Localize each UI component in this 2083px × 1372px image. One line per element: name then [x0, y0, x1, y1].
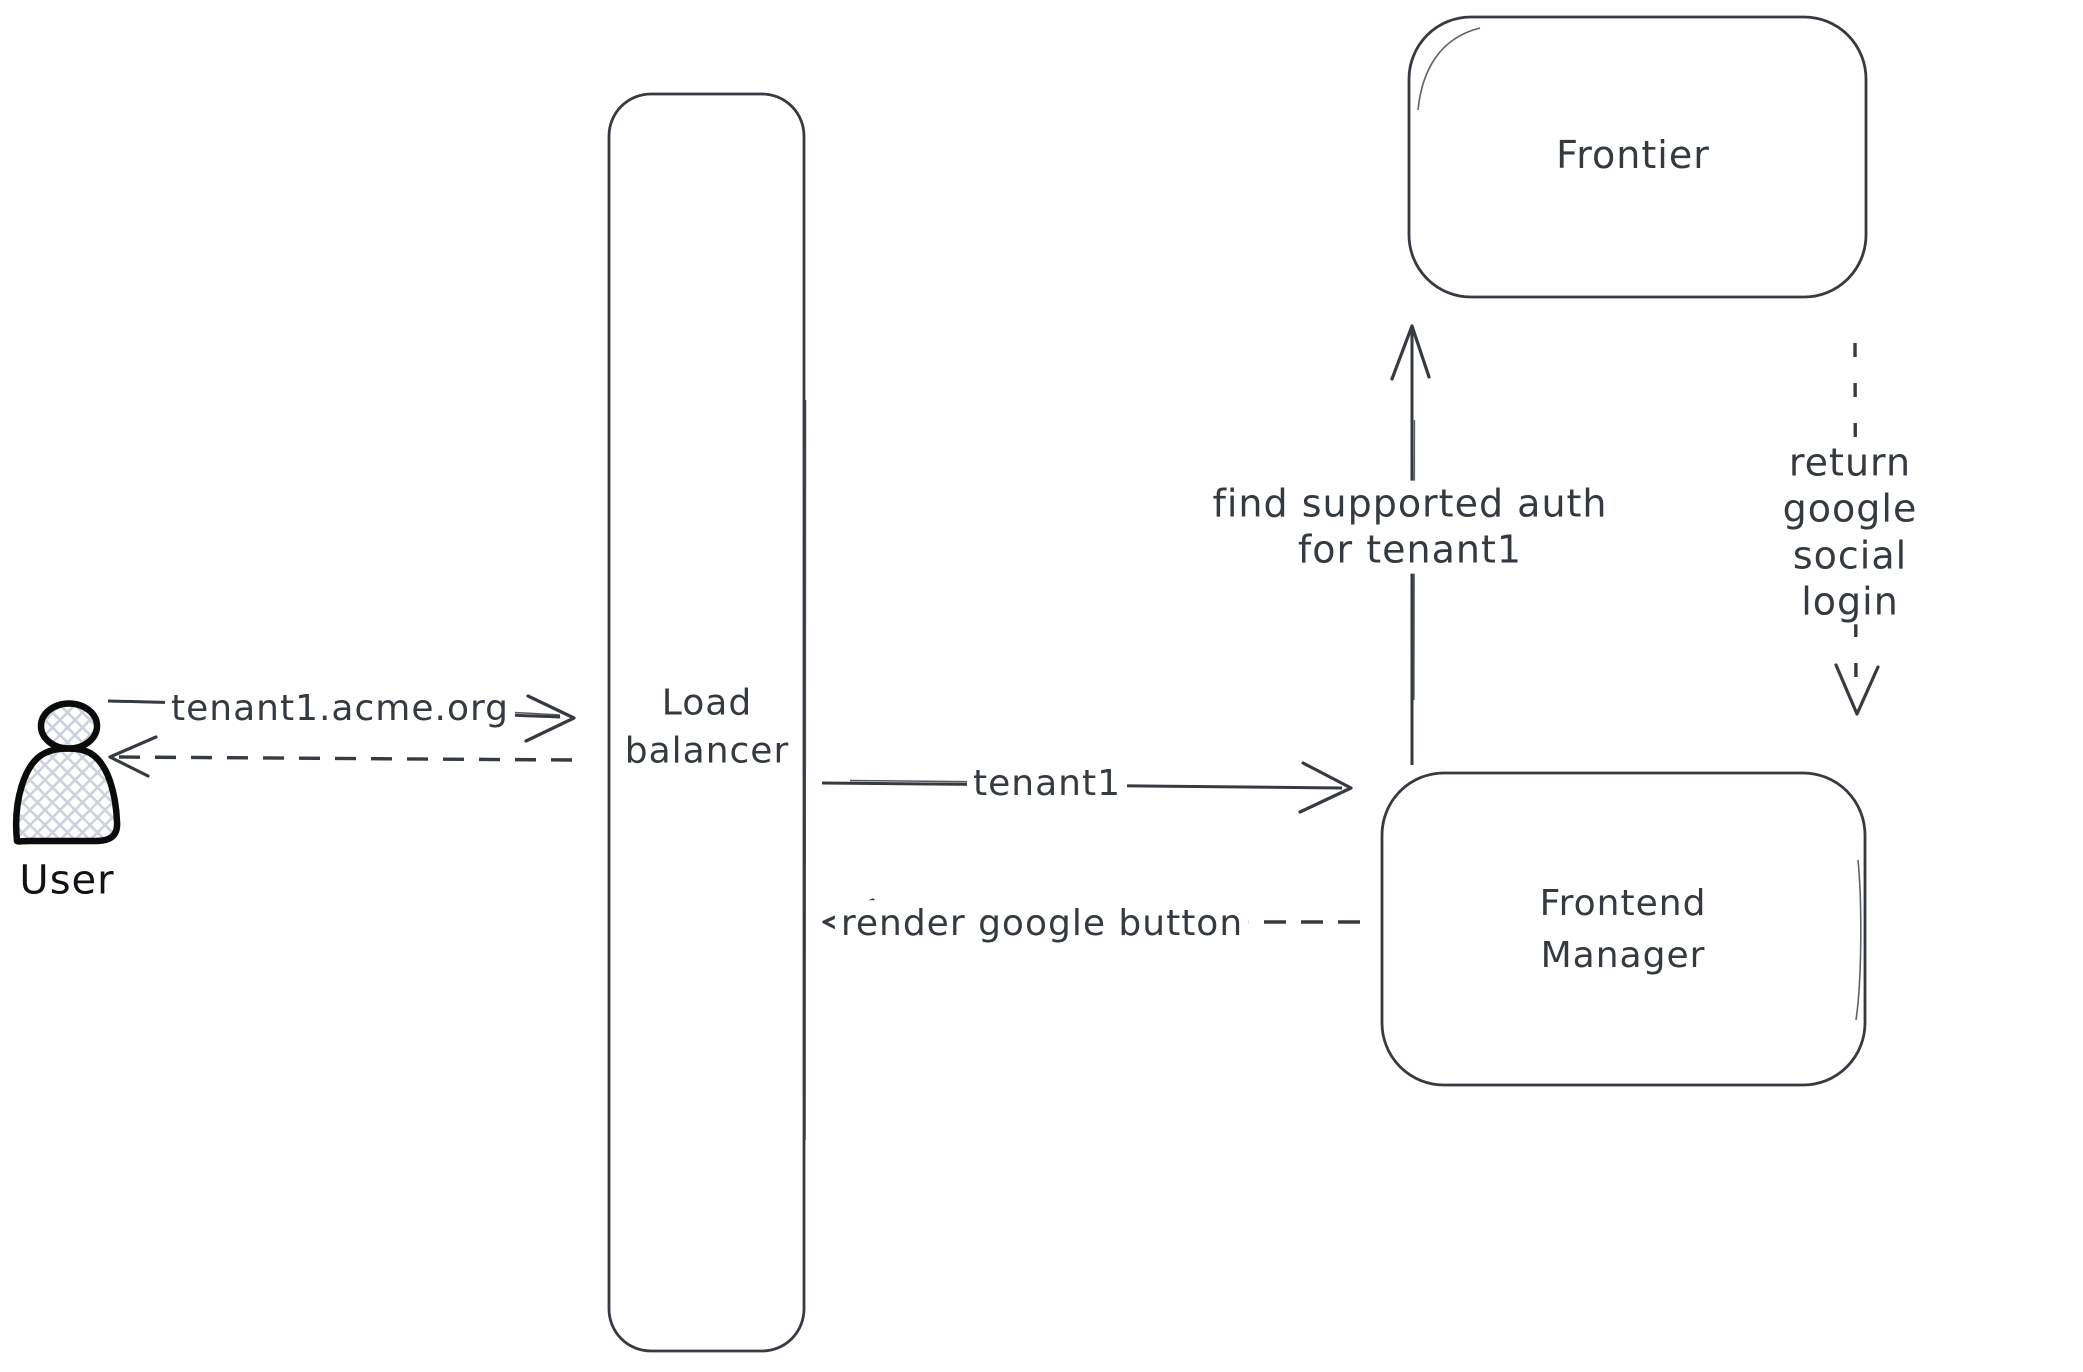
- frontier-box: [1407, 15, 1868, 299]
- load-balancer-box: [607, 92, 806, 1353]
- arrowhead-right: [524, 694, 576, 743]
- load-balancer-box-overdraw: [804, 399, 807, 1141]
- user-icon-body: [13, 745, 121, 845]
- arrow-frontier-to-fm: [1834, 342, 1880, 716]
- arrowhead-right: [1298, 761, 1353, 814]
- edge-label-render-google-button: render google button: [834, 900, 1250, 948]
- arrowhead-down: [1834, 663, 1880, 716]
- frontier-node-label: Frontier: [1556, 132, 1710, 177]
- frontend-manager-box: [1380, 771, 1867, 1087]
- edge-label-tenant1-acme-org: tenant1.acme.org: [165, 685, 515, 733]
- edge-label-return-google-social-login: return google social login: [1733, 439, 1967, 625]
- user-node-label: User: [19, 857, 115, 904]
- arrow-lb-to-user: [108, 735, 573, 778]
- arrowhead-left: [108, 735, 158, 778]
- user-icon-head: [37, 700, 101, 752]
- user-icon: [13, 700, 121, 845]
- edge-label-tenant1: tenant1: [967, 760, 1127, 808]
- edge-label-find-supported-auth: find supported auth for tenant1: [1206, 480, 1614, 574]
- frontier-box-overdraw: [1417, 27, 1481, 111]
- frontend-manager-box-overdraw: [1855, 859, 1862, 1021]
- load-balancer-node-label: Load balancer: [624, 682, 790, 771]
- frontend-manager-node-label: Frontend Manager: [1539, 882, 1707, 976]
- arrowhead-up: [1390, 324, 1431, 381]
